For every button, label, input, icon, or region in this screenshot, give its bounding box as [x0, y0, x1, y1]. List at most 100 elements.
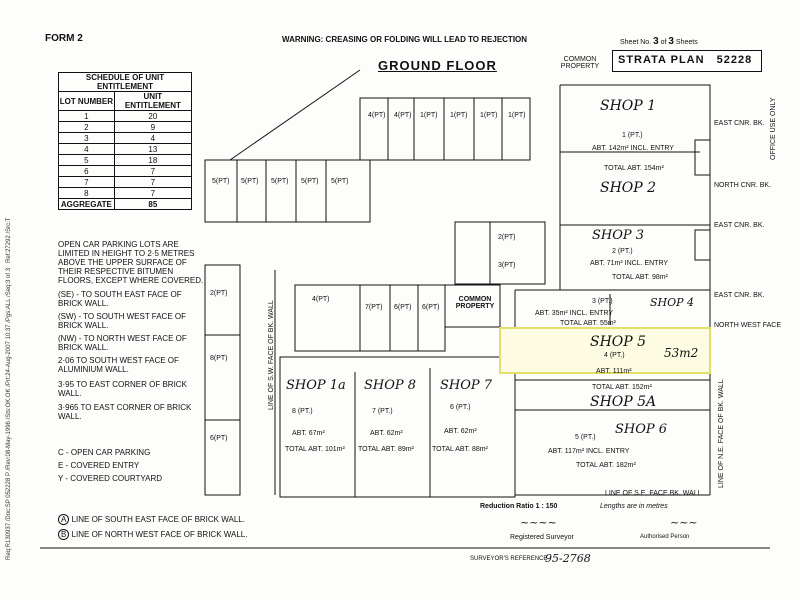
bay-label: 7(PT): [365, 304, 383, 311]
lot8-area: ABT. 67m²: [292, 430, 325, 437]
common-property-middle: COMMON PROPERTY: [455, 296, 495, 310]
bay-label: 6(PT): [210, 435, 228, 442]
lot6-total: TOTAL ABT. 88m²: [432, 446, 488, 453]
note-206: 2·06 TO SOUTH WEST FACE OF ALUMINIUM WAL…: [58, 356, 179, 374]
note-parking: OPEN CAR PARKING LOTS ARE LIMITED IN HEI…: [58, 240, 204, 285]
strata-plan-box: [612, 50, 762, 72]
shop8-label: SHOP 8: [364, 378, 417, 393]
lot4-pt: 4 (PT.): [604, 352, 625, 359]
car-bays-row-5: [204, 159, 371, 223]
sw-face-label: LINE OF S.W. FACE OF BK. WALL: [268, 300, 275, 410]
shop7-label: SHOP 7: [440, 378, 493, 393]
legend-e: E - COVERED ENTRY: [58, 461, 140, 470]
bay-label: 1(PT): [450, 112, 468, 119]
common-property-box: [444, 284, 501, 328]
bay-label: 4(PT): [368, 112, 386, 119]
bay-label: 2(PT): [210, 290, 228, 297]
note-395: 3·95 TO EAST CORNER OF BRICK WALL.: [58, 380, 187, 398]
lot2-total: TOTAL ABT. 98m²: [612, 274, 668, 281]
ne-face-label: LINE OF N.E. FACE OF BK. WALL: [718, 379, 725, 488]
car-bays-row-4: [359, 97, 531, 161]
lot1-area: ABT. 142m² INCL. ENTRY: [592, 145, 674, 152]
north-corner-label-1: NORTH CNR. BK.: [714, 182, 772, 189]
shop5a-label: SHOP 5A: [590, 394, 657, 410]
bay-label: 4(PT): [312, 296, 330, 303]
lot2-parking: [454, 221, 546, 285]
sheet-no-label: Sheet No.: [620, 39, 652, 46]
bay-label: 5(PT): [331, 178, 349, 185]
bay-label: 8(PT): [210, 355, 228, 362]
legend-b: B LINE OF NORTH WEST FACE OF BRICK WALL.: [58, 529, 248, 540]
legend-b-text: LINE OF NORTH WEST FACE OF BRICK WALL.: [71, 530, 248, 539]
shop1-label: SHOP 1: [600, 98, 657, 114]
surveyor-ref-label: SURVEYOR'S REFERENCE: [470, 556, 548, 562]
authorised-label: Authorised Person: [640, 534, 690, 540]
north-west-face-label: NORTH WEST FACE: [714, 322, 782, 329]
lower-shops-outline: [279, 356, 516, 498]
shop6-label: SHOP 6: [615, 422, 668, 437]
sheet-number: Sheet No. 3 of 3 Sheets: [620, 36, 698, 47]
note-3965: 3·965 TO EAST CORNER OF BRICK WALL.: [58, 403, 192, 421]
lot1-pt: 1 (PT.): [622, 132, 643, 139]
bay-label: 1(PT): [420, 112, 438, 119]
col-unit-entitlement: UNIT ENTITLEMENT: [113, 91, 193, 111]
plan-number: 52228: [716, 54, 753, 66]
common-property-top: COMMON PROPERTY: [560, 56, 600, 70]
note-nw: (NW) - TO NORTH WEST FACE OF BRICK WALL.: [58, 334, 187, 352]
bay-label: 4(PT): [394, 112, 412, 119]
lot8-pt: 8 (PT.): [292, 408, 313, 415]
bay-label: 6(PT): [422, 304, 440, 311]
east-corner-label-1: EAST CNR. BK.: [714, 120, 765, 127]
shop5-label: SHOP 5: [590, 334, 647, 350]
shop4-label: SHOP 4: [650, 296, 695, 309]
plan-title-text: STRATA PLAN: [618, 54, 705, 66]
shop1a-label: SHOP 1a: [286, 378, 346, 393]
sheets-label: Sheets: [675, 39, 698, 46]
plan-title: STRATA PLAN 52228: [618, 54, 752, 66]
authorised-signature-icon: ~~~: [670, 516, 698, 529]
reduction-ratio: Reduction Ratio 1 : 150: [480, 503, 558, 510]
sheet-no-value: 3: [653, 36, 659, 47]
left-bays-column: [204, 264, 241, 496]
lot6-area: ABT. 62m²: [444, 428, 477, 435]
car-bays-row-7: [294, 284, 446, 352]
lot2-area: ABT. 71m² INCL. ENTRY: [590, 260, 669, 267]
lot3-pt: 3 (PT.): [592, 298, 613, 305]
se-face-label: LINE OF S.E. FACE BK. WALL: [605, 490, 702, 497]
shop5-highlight: [499, 327, 711, 374]
surveyor-ref: 95-2768: [545, 552, 591, 565]
sheets-total: 3: [668, 36, 674, 47]
surveyor-label: Registered Surveyor: [510, 534, 574, 541]
form-number: FORM 2: [45, 33, 83, 44]
legend-b-marker: B: [58, 529, 70, 540]
lot3-area: ABT. 35m² INCL. ENTRY: [535, 310, 614, 317]
bay-label: 1(PT): [508, 112, 526, 119]
bay-label: 5(PT): [212, 178, 230, 185]
of-label: of: [660, 39, 667, 46]
floor-title: GROUND FLOOR: [378, 58, 497, 73]
bay-label: 1(PT): [480, 112, 498, 119]
legend-y: Y - COVERED COURTYARD: [58, 474, 163, 483]
lot5-pt: 5 (PT.): [575, 434, 596, 441]
lengths-note: Lengths are in metres: [600, 503, 668, 510]
bay-label: 5(PT): [241, 178, 259, 185]
bay-label: 5(PT): [271, 178, 289, 185]
diagonal-reference-line: [229, 69, 361, 161]
shop3-label: SHOP 3: [592, 228, 645, 243]
lot2-pt: 2 (PT.): [612, 248, 633, 255]
aggregate-label: AGGREGATE: [58, 198, 115, 210]
bay-label: 6(PT): [394, 304, 412, 311]
lot6-pt: 6 (PT.): [450, 404, 471, 411]
lot5-total: TOTAL ABT. 182m²: [576, 462, 636, 469]
legend-c: C - OPEN CAR PARKING: [58, 448, 151, 457]
legend-a-text: LINE OF SOUTH EAST FACE OF BRICK WALL.: [71, 515, 245, 524]
lot7-total: TOTAL ABT. 89m²: [358, 446, 414, 453]
lot4-area: ABT. 111m²: [596, 368, 632, 375]
note-se: (SE) - TO SOUTH EAST FACE OF BRICK WALL.: [58, 290, 182, 308]
lot8-total: TOTAL ABT. 101m²: [285, 446, 345, 453]
